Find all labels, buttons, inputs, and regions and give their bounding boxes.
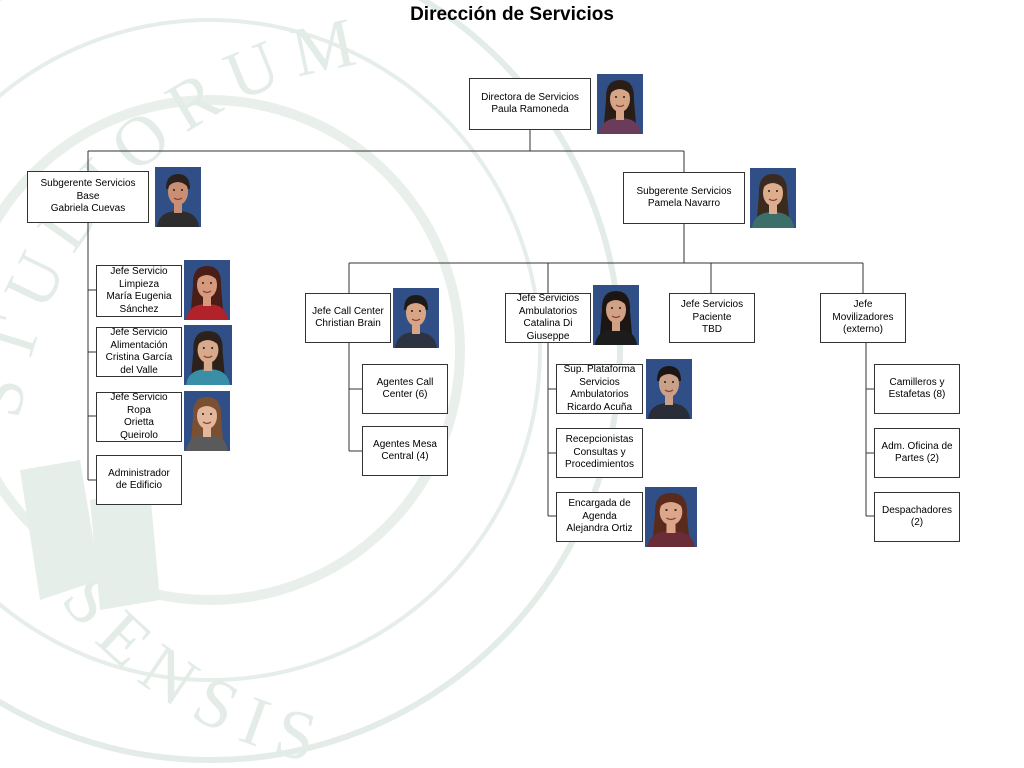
acuna-photo <box>646 359 692 419</box>
box-line: del Valle <box>120 364 158 376</box>
box-line: Recepcionistas <box>565 434 634 446</box>
box-line: Catalina Di <box>523 318 573 329</box>
box-line: Queirolo <box>120 429 158 441</box>
box-line: Directora de Servicios <box>481 91 579 103</box>
box-line: Jefe Servicio <box>110 266 168 277</box>
box-line: TBD <box>702 324 722 336</box>
ropa-photo <box>184 391 230 451</box>
box-line: Paula Ramoneda <box>491 104 569 115</box>
box-line: Pamela Navarro <box>647 198 721 209</box>
box-line: Alejandra Ortiz <box>566 523 633 535</box>
box-line: Gabriela Cuevas <box>50 203 126 215</box>
box-line: Jefe Call Center <box>312 305 384 317</box>
box-line: Jefe Servicio <box>110 327 168 338</box>
portrait-figure <box>395 295 437 348</box>
box-line: Subgerente Servicios <box>636 185 732 197</box>
box-line: Ambulatorios <box>518 305 578 317</box>
box-line: Ricardo Acuña <box>566 401 633 413</box>
ambulatorios-photo <box>593 285 639 345</box>
box-line: Adm. Oficina de <box>881 440 953 452</box>
box-line: Agentes Call <box>376 376 434 388</box>
portrait-figure <box>595 291 637 345</box>
box-line: Base <box>76 190 100 202</box>
ortiz-photo <box>645 487 697 547</box>
box-line: Giuseppe <box>526 330 570 342</box>
box-line: Central (4) <box>381 451 429 462</box>
box-line: Servicios <box>579 376 620 388</box>
page-title: Dirección de Servicios <box>410 4 614 25</box>
box-line: Subgerente Servicios <box>40 178 136 190</box>
portrait-figure <box>157 174 199 227</box>
portrait-figure <box>647 493 695 547</box>
box-line: Agenda <box>582 510 617 522</box>
box-line: de Edificio <box>115 480 163 491</box>
callcenter-photo <box>393 288 439 348</box>
box-line: María Eugenia <box>106 291 172 302</box>
box-line: Administrador <box>108 467 170 479</box>
alimentacion-photo <box>184 325 232 385</box>
box-line: Partes (2) <box>895 453 939 464</box>
portrait-figure <box>752 174 794 228</box>
portrait-figure <box>648 366 690 419</box>
box-line: Orietta <box>123 417 154 428</box>
box-line: Despachadores <box>881 504 953 516</box>
box-line: Limpieza <box>118 278 160 290</box>
limpieza-photo <box>184 260 230 320</box>
despachadores-box[interactable]: Despachadores(2) <box>874 492 960 542</box>
sub-navarro-photo <box>750 168 796 228</box>
box-line: Estafetas (8) <box>888 389 946 400</box>
portrait-figure <box>186 397 228 451</box>
portrait-figure <box>186 266 228 320</box>
box-line: Ropa <box>127 404 151 416</box>
box-line: Jefe Servicios <box>680 299 744 311</box>
box-line: Jefe Servicio <box>110 392 168 403</box>
sub-base-photo <box>155 167 201 227</box>
director-photo <box>597 74 643 134</box>
box-line: Sup. Plataforma <box>563 364 636 375</box>
box-line: Agentes Mesa <box>373 438 437 450</box>
box-line: Procedimientos <box>565 459 634 471</box>
box-line: Sánchez <box>119 303 159 315</box>
box-line: Jefe Servicios <box>516 293 580 304</box>
box-line: Alimentación <box>110 339 168 351</box>
book-icon <box>20 460 160 610</box>
box-line: Consultas y <box>573 446 626 458</box>
box-line: Paciente <box>692 311 732 323</box>
box-line: Jefe <box>853 299 873 311</box>
box-line: Camilleros y <box>889 376 945 388</box>
box-line: Movilizadores <box>832 311 894 323</box>
box-line: Center (6) <box>382 389 428 400</box>
box-line: (externo) <box>842 324 883 336</box>
box-line: Christian Brain <box>315 318 381 329</box>
box-line: (2) <box>910 517 924 528</box>
portrait-figure <box>186 331 230 385</box>
box-line: Ambulatorios <box>570 389 629 400</box>
box-line: Encargada de <box>568 498 631 510</box>
portrait-figure <box>599 80 641 134</box>
box-line: Cristina García <box>105 352 173 363</box>
